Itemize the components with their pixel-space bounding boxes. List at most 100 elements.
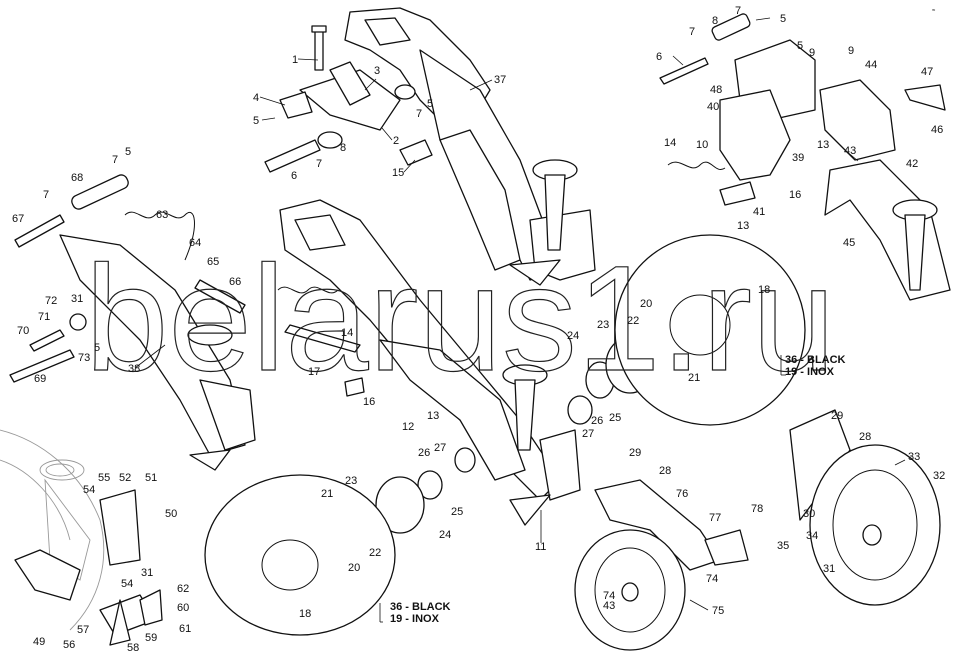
left-disc-note-black: 36 - BLACK bbox=[390, 601, 451, 613]
label: 31 bbox=[823, 563, 835, 575]
label: 32 bbox=[933, 470, 945, 482]
label: 29 bbox=[831, 410, 843, 422]
gauge-wheels bbox=[574, 409, 941, 651]
label: 54 bbox=[83, 484, 95, 496]
label: 26 bbox=[418, 447, 430, 459]
right-disc-note-inox: 19 - INOX bbox=[785, 366, 835, 378]
label: 21 bbox=[321, 488, 333, 500]
label: 52 bbox=[119, 472, 131, 484]
label: 49 bbox=[33, 636, 45, 648]
label: 41 bbox=[753, 206, 765, 218]
label: 33 bbox=[908, 451, 920, 463]
label: 13 bbox=[817, 139, 829, 151]
label: 34 bbox=[806, 530, 818, 542]
label: 35 bbox=[777, 540, 789, 552]
label: 66 bbox=[229, 276, 241, 288]
label: 20 bbox=[348, 562, 360, 574]
label: 26 bbox=[591, 415, 603, 427]
label: 6 bbox=[656, 51, 662, 63]
label: 59 bbox=[145, 632, 157, 644]
label: 31 bbox=[71, 293, 83, 305]
label: 62 bbox=[177, 583, 189, 595]
label: 48 bbox=[710, 84, 722, 96]
label: 76 bbox=[676, 488, 688, 500]
label: 28 bbox=[859, 431, 871, 443]
label: 16 bbox=[363, 396, 375, 408]
upper-row-unit-frame bbox=[264, 7, 596, 286]
label: 77 bbox=[709, 512, 721, 524]
label: 44 bbox=[865, 59, 877, 71]
label: 56 bbox=[63, 639, 75, 651]
label: 27 bbox=[434, 442, 446, 454]
label: 73 bbox=[78, 352, 90, 364]
label: 14 bbox=[664, 137, 676, 149]
label: 42 bbox=[906, 158, 918, 170]
label: 7 bbox=[316, 158, 322, 170]
label: 57 bbox=[77, 624, 89, 636]
label: 64 bbox=[189, 237, 201, 249]
label: 24 bbox=[567, 330, 579, 342]
label: 1 bbox=[292, 54, 298, 66]
label: 7 bbox=[689, 26, 695, 38]
label: 22 bbox=[369, 547, 381, 559]
label: 7 bbox=[43, 189, 49, 201]
label: 20 bbox=[640, 298, 652, 310]
label: 15 bbox=[392, 167, 404, 179]
label: 5 bbox=[797, 40, 803, 52]
label: 67 bbox=[12, 213, 24, 225]
label: 23 bbox=[345, 475, 357, 487]
leader-lines bbox=[134, 17, 906, 623]
label: 78 bbox=[751, 503, 763, 515]
label: 28 bbox=[659, 465, 671, 477]
label: 75 bbox=[712, 605, 724, 617]
label: 6 bbox=[291, 170, 297, 182]
left-seed-disc bbox=[204, 474, 396, 636]
label: 4 bbox=[253, 92, 259, 104]
label: 13 bbox=[737, 220, 749, 232]
label: 43 bbox=[844, 145, 856, 157]
label: 60 bbox=[177, 602, 189, 614]
label: 8 bbox=[712, 15, 718, 27]
label: 71 bbox=[38, 311, 50, 323]
label: 23 bbox=[597, 319, 609, 331]
label: 11 bbox=[535, 541, 546, 553]
label: 7 bbox=[112, 154, 118, 166]
label: 8 bbox=[340, 142, 346, 154]
label: 58 bbox=[127, 642, 139, 654]
right-seed-disc bbox=[614, 234, 806, 426]
label: 5 bbox=[253, 115, 259, 127]
label: 74 bbox=[603, 590, 615, 602]
corner-mark: ≈ bbox=[932, 8, 936, 14]
label: 63 bbox=[156, 209, 168, 221]
label: 7 bbox=[416, 108, 422, 120]
label: 7 bbox=[735, 5, 741, 17]
closing-bracket-assembly bbox=[14, 489, 163, 646]
left-spring-arm-assembly bbox=[9, 174, 256, 471]
label: 25 bbox=[451, 506, 463, 518]
label: 68 bbox=[71, 172, 83, 184]
label: 10 bbox=[696, 139, 708, 151]
label: 37 bbox=[494, 74, 506, 86]
label: 9 bbox=[848, 45, 854, 57]
label: 5 bbox=[125, 146, 131, 158]
label: 74 bbox=[706, 573, 718, 585]
label: 22 bbox=[627, 315, 639, 327]
label: 3 bbox=[374, 65, 380, 77]
left-disc-note-inox: 19 - INOX bbox=[390, 613, 440, 625]
label: 13 bbox=[427, 410, 439, 422]
label: 12 bbox=[402, 421, 414, 433]
label: 70 bbox=[17, 325, 29, 337]
label: 69 bbox=[34, 373, 46, 385]
label: 43 bbox=[603, 600, 615, 612]
label: 55 bbox=[98, 472, 110, 484]
label: 5 bbox=[94, 342, 100, 354]
label: 72 bbox=[45, 295, 57, 307]
planter-silhouette bbox=[0, 429, 105, 631]
right-disc-note-black: 36 - BLACK bbox=[785, 354, 846, 366]
callout-labels: 1 2 3 4 5 6 7 8 5 7 15 37 5 7 8 7 9 5 6 … bbox=[12, 5, 945, 654]
label: 65 bbox=[207, 256, 219, 268]
label: 5 bbox=[427, 98, 433, 110]
seed-discs bbox=[204, 234, 806, 636]
label: 27 bbox=[582, 428, 594, 440]
